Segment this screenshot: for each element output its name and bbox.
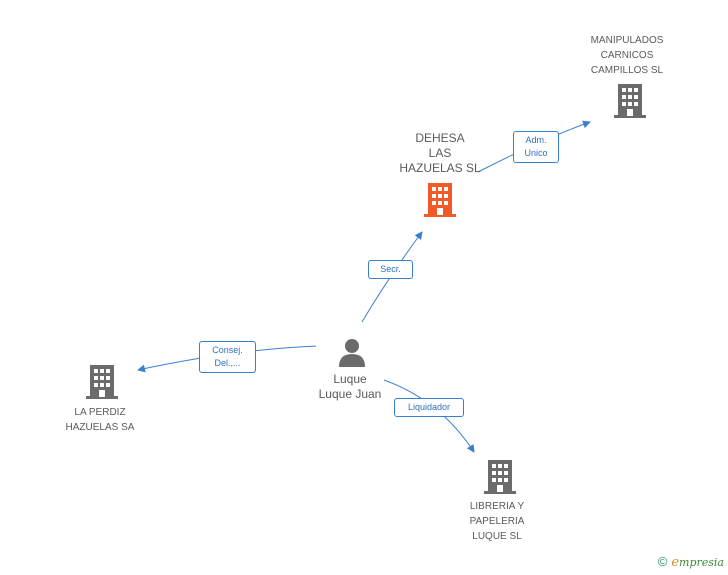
relation-label-consej[interactable]: Consej. Del.,... [199,341,256,373]
relation-label-adm-unico[interactable]: Adm. Unico [513,131,559,163]
relation-label-liquidador[interactable]: Liquidador [394,398,464,417]
node-label-libreria: LIBRERIA Y PAPELERIA LUQUE SL [469,501,525,542]
building-icon[interactable] [484,460,516,494]
node-label-perdiz: LA PERDIZ HAZUELAS SA [65,407,135,433]
node-label-luque: Luque Luque Juan [318,372,382,401]
building-icon[interactable] [424,182,456,218]
brand-logo-text: mpresia [679,556,724,569]
person-icon[interactable] [337,337,367,367]
relation-label-secr[interactable]: Secr. [368,260,413,279]
building-icon[interactable] [86,365,118,399]
node-label-dehesa: DEHESA LAS HAZUELAS SL [399,131,481,175]
brand-footer: ©empresia [658,554,724,570]
building-icon[interactable] [614,84,646,118]
node-label-manipulados: MANIPULADOS CARNICOS CAMPILLOS SL [590,35,664,76]
brand-logo-e: e [671,555,680,570]
copyright-icon: © [657,554,668,569]
